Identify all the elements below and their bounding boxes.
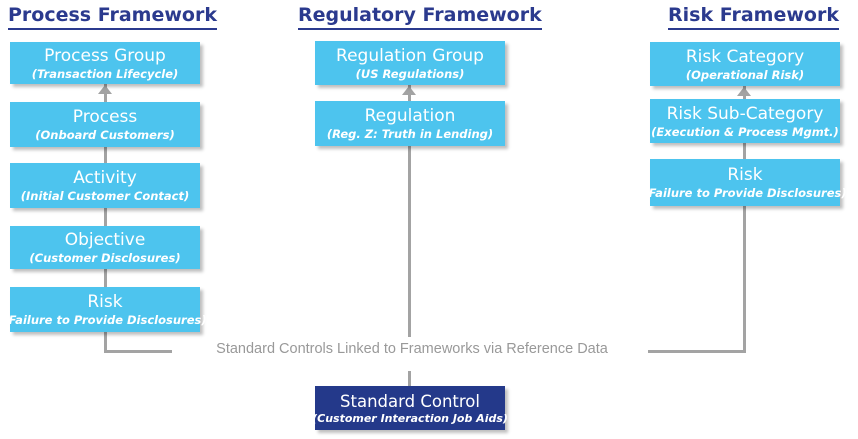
up-arrow-icon bbox=[737, 87, 751, 96]
risk-risk-box: Risk (Failure to Provide Disclosures) bbox=[643, 159, 847, 206]
activity-box: Activity (Initial Customer Contact) bbox=[10, 163, 200, 208]
box-sublabel: (Operational Risk) bbox=[685, 67, 805, 82]
box-label: Process bbox=[72, 107, 138, 127]
risk-sub-category-box: Risk Sub-Category (Execution & Process M… bbox=[650, 99, 840, 143]
standard-control-box: Standard Control (Customer Interaction J… bbox=[312, 386, 508, 430]
regulatory-column-connector-line bbox=[408, 85, 411, 337]
box-label: Risk Sub-Category bbox=[666, 103, 824, 124]
box-label: Risk bbox=[727, 165, 763, 185]
box-sublabel: (Reg. Z: Truth in Lending) bbox=[326, 127, 494, 141]
box-sublabel: (Transaction Lifecycle) bbox=[31, 66, 179, 81]
box-sublabel: (Customer Disclosures) bbox=[29, 251, 181, 265]
risk-column-connector-line bbox=[743, 86, 746, 353]
box-sublabel: (Execution & Process Mgmt.) bbox=[651, 124, 839, 139]
up-arrow-icon bbox=[402, 86, 416, 95]
process-box: Process (Onboard Customers) bbox=[10, 102, 200, 147]
box-label: Regulation Group bbox=[336, 45, 484, 66]
box-label: Activity bbox=[73, 168, 137, 188]
box-sublabel: (Onboard Customers) bbox=[35, 128, 175, 142]
box-sublabel: (Customer Interaction Job Aids) bbox=[312, 411, 508, 425]
box-label: Objective bbox=[64, 230, 146, 250]
reference-data-link-text: Standard Controls Linked to Frameworks v… bbox=[190, 340, 634, 358]
box-sublabel: (Failure to Provide Disclosures) bbox=[3, 313, 207, 327]
regulation-box: Regulation (Reg. Z: Truth in Lending) bbox=[315, 101, 505, 146]
process-group-box: Process Group (Transaction Lifecycle) bbox=[10, 42, 200, 84]
box-label: Risk Category bbox=[685, 46, 805, 67]
process-column-elbow-line bbox=[104, 350, 172, 353]
regulation-group-box: Regulation Group (US Regulations) bbox=[315, 41, 505, 85]
box-label: Risk bbox=[87, 292, 123, 312]
box-sublabel: (Initial Customer Contact) bbox=[20, 189, 190, 203]
process-risk-box: Risk (Failure to Provide Disclosures) bbox=[3, 287, 207, 332]
process-framework-title: Process Framework bbox=[8, 4, 217, 30]
risk-category-box: Risk Category (Operational Risk) bbox=[650, 42, 840, 86]
standard-control-connector-line bbox=[408, 371, 411, 386]
objective-box: Objective (Customer Disclosures) bbox=[10, 226, 200, 269]
regulatory-framework-title: Regulatory Framework bbox=[298, 4, 542, 30]
box-label: Regulation bbox=[364, 106, 456, 126]
box-label: Process Group bbox=[44, 45, 166, 66]
risk-column-elbow-line bbox=[648, 350, 746, 353]
process-column-connector-line bbox=[104, 84, 107, 353]
up-arrow-icon bbox=[98, 85, 112, 94]
box-label: Standard Control bbox=[340, 391, 480, 411]
risk-framework-title: Risk Framework bbox=[668, 4, 839, 30]
box-sublabel: (US Regulations) bbox=[355, 66, 465, 81]
box-sublabel: (Failure to Provide Disclosures) bbox=[643, 186, 847, 200]
